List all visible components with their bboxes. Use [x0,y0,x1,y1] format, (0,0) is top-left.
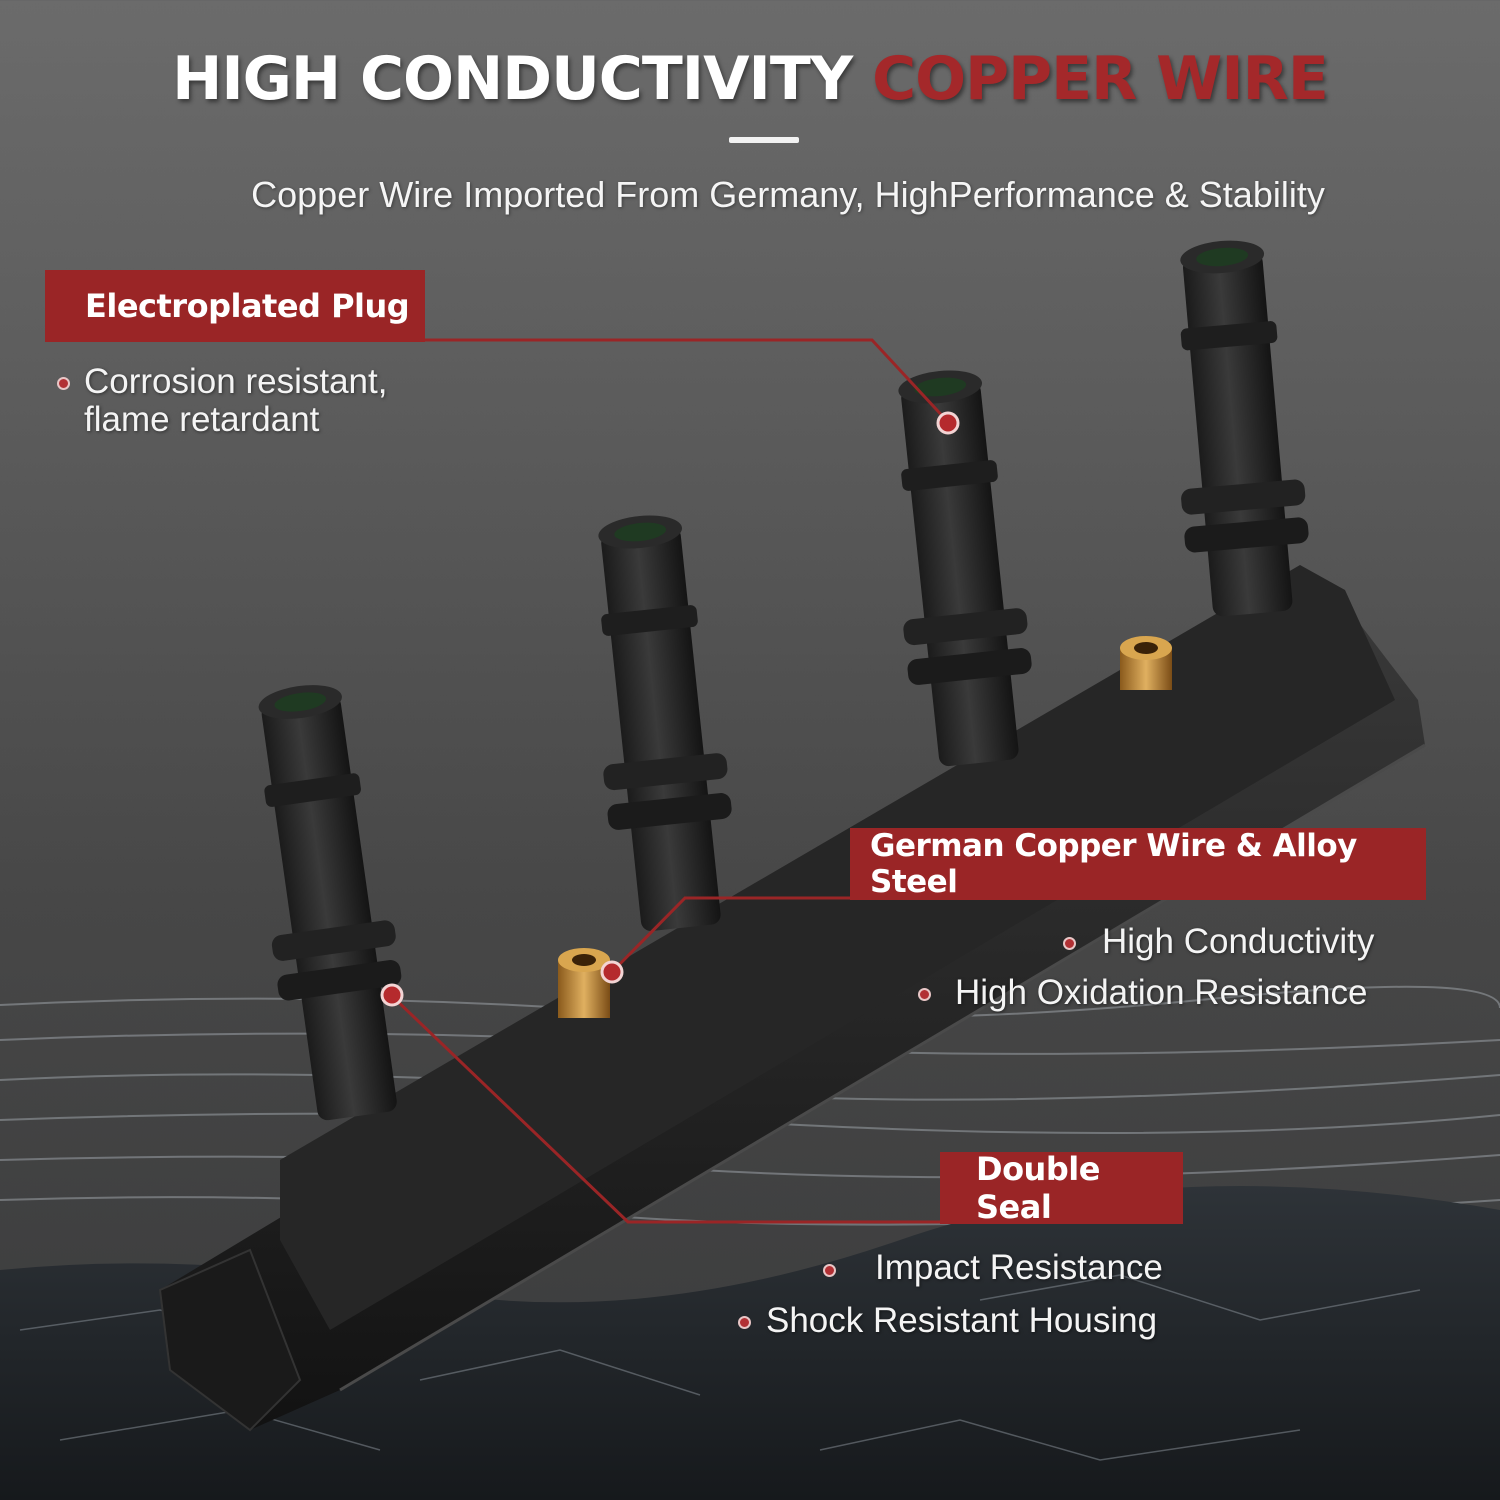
mounting-bushing-1 [558,948,610,1018]
subtitle: Copper Wire Imported From Germany, HighP… [251,174,1325,215]
callout-bullet-conductivity: High Conductivity [1102,922,1375,961]
leader-line-copper [610,896,850,974]
coil-tower-2 [598,515,732,931]
callout-bullet-oxidation: High Oxidation Resistance [955,973,1368,1012]
leader-line-seal [390,994,940,1224]
bullet-dot [823,1264,836,1277]
bullet-dot [738,1316,751,1329]
marker-electroplated [936,411,960,435]
leader-line-electroplated [425,338,950,424]
callout-bullet-impact: Impact Resistance [875,1248,1163,1287]
leader-lines [390,338,950,1224]
marker-copper [600,960,624,984]
callout-label-copper: German Copper Wire & Alloy Steel [850,828,1426,900]
coil-tower-3 [898,370,1032,767]
callout-markers [380,411,960,1007]
mounting-bushing-2 [1120,636,1172,690]
page-title: HIGH CONDUCTIVITY COPPER WIRE [0,44,1500,114]
title-divider [729,137,799,143]
coil-rail [158,565,1426,1432]
bullet-dot [57,377,70,390]
title-white: HIGH CONDUCTIVITY [172,44,853,114]
callout-bullet-flame: flame retardant [84,400,320,439]
callout-label-seal: Double Seal [940,1150,1183,1226]
coil-tower-4 [1180,240,1309,617]
title-red: COPPER WIRE [872,44,1329,114]
coil-tower-1 [258,685,402,1121]
callout-bullet-shock: Shock Resistant Housing [766,1301,1158,1340]
bullet-dot [1063,937,1076,950]
bullet-dot [918,988,931,1001]
callout-label-electroplated: Electroplated Plug [45,270,425,342]
rock-background [0,1186,1500,1500]
callout-bullet-corrosion: Corrosion resistant, [84,362,388,401]
marker-seal [380,983,404,1007]
